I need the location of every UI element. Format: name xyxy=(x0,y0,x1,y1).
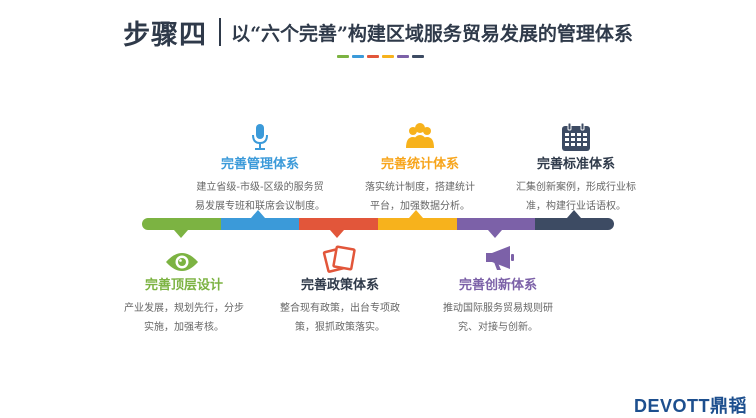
timeline-notch-2 xyxy=(251,210,265,218)
item-management-system: 完善管理体系 建立省级-市级-区级的服务贸 易发展专班和联席会议制度。 xyxy=(180,153,340,216)
item-top-level-design: 完善顶层设计 产业发展，规划先行，分步 实施，加强考核。 xyxy=(104,274,264,337)
timeline-segment-1 xyxy=(142,218,221,230)
calendar-icon xyxy=(562,122,590,151)
timeline-segment-6 xyxy=(535,218,615,230)
item-title: 完善标准体系 xyxy=(536,157,615,172)
title-separator xyxy=(219,18,222,46)
microphone-icon xyxy=(252,124,268,150)
timeline-bar xyxy=(142,218,615,230)
page-title: 以“六个完善”构建区域服务贸易发展的管理体系 xyxy=(231,22,633,45)
megaphone-icon xyxy=(486,246,514,270)
timeline-segment-3 xyxy=(299,218,379,230)
item-title: 完善统计体系 xyxy=(380,157,459,172)
title-color-underline xyxy=(337,55,424,58)
eye-icon xyxy=(166,253,198,271)
item-description: 建立省级-市级-区级的服务贸 易发展专班和联席会议制度。 xyxy=(195,182,325,212)
timeline-notch-3 xyxy=(330,230,344,238)
timeline-notch-1 xyxy=(174,230,188,238)
item-description: 推动国际服务贸易规则研 究、对接与创新。 xyxy=(443,303,553,333)
timeline-segment-5 xyxy=(456,218,536,230)
item-title: 完善政策体系 xyxy=(300,278,379,293)
item-standards-system: 完善标准体系 汇集创新案例，形成行业标 准，构建行业话语权。 xyxy=(496,153,656,216)
item-title: 完善创新体系 xyxy=(458,278,537,293)
timeline-segment-2 xyxy=(220,218,300,230)
step-label: 步骤四 xyxy=(123,19,208,51)
timeline-notch-5 xyxy=(488,230,502,238)
people-icon xyxy=(406,123,434,148)
item-description: 落实统计制度，搭建统计 平台，加强数据分析。 xyxy=(365,182,475,212)
item-description: 整合现有政策，出台专项政 策，狠抓政策落实。 xyxy=(280,303,400,333)
item-description: 产业发展，规划先行，分步 实施，加强考核。 xyxy=(124,303,244,333)
timeline-notch-6 xyxy=(567,210,581,218)
devott-logo: DEVOTT鼎韬 xyxy=(634,396,748,416)
item-innovation-system: 完善创新体系 推动国际服务贸易规则研 究、对接与创新。 xyxy=(418,274,578,337)
item-policy-system: 完善政策体系 整合现有政策，出台专项政 策，狠抓政策落实。 xyxy=(260,274,420,337)
item-statistics-system: 完善统计体系 落实统计制度，搭建统计 平台，加强数据分析。 xyxy=(340,153,500,216)
item-title: 完善顶层设计 xyxy=(144,278,223,293)
timeline-notch-4 xyxy=(409,210,423,218)
timeline-segment-4 xyxy=(378,218,457,230)
page-header: 步骤四 以“六个完善”构建区域服务贸易发展的管理体系 xyxy=(0,10,756,54)
documents-icon xyxy=(322,245,356,273)
item-description: 汇集创新案例，形成行业标 准，构建行业话语权。 xyxy=(516,182,636,212)
item-title: 完善管理体系 xyxy=(220,157,299,172)
